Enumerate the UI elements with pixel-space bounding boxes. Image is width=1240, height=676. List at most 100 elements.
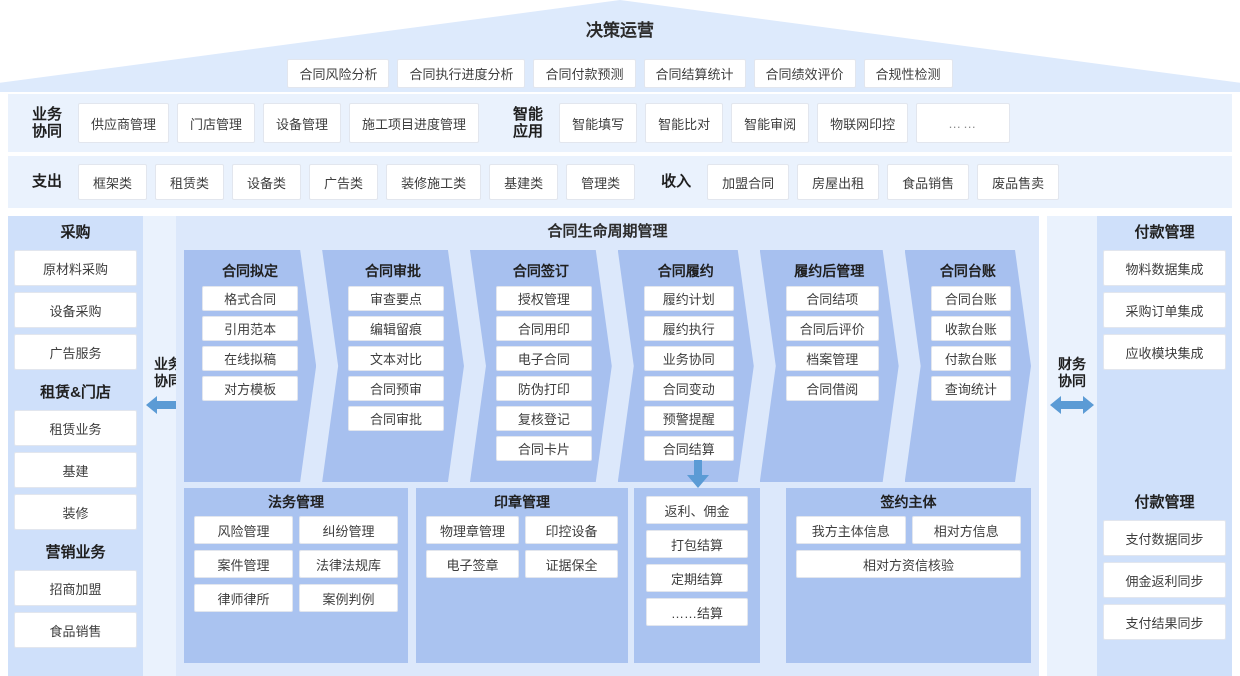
- band-tile[interactable]: 物联网印控: [817, 103, 909, 143]
- band-tile[interactable]: 广告类: [309, 164, 379, 200]
- panel-item[interactable]: 我方主体信息: [796, 516, 906, 544]
- band-tile[interactable]: 加盟合同: [707, 164, 790, 200]
- stage-item[interactable]: 合同审批: [348, 406, 444, 431]
- band-tile[interactable]: 租赁类: [155, 164, 225, 200]
- stage-item[interactable]: 合同预审: [348, 376, 444, 401]
- band-label-expense: 支出: [31, 173, 62, 191]
- panel-item[interactable]: ……结算: [646, 598, 748, 626]
- band-tile[interactable]: 管理类: [566, 164, 636, 200]
- stage-item[interactable]: 复核登记: [496, 406, 592, 431]
- band-tile-ellipsis[interactable]: ……: [916, 103, 1011, 143]
- sidebar-item[interactable]: 广告服务: [14, 334, 137, 370]
- band-tile[interactable]: 基建类: [489, 164, 559, 200]
- stage-item[interactable]: 履约执行: [644, 316, 734, 341]
- stage-item[interactable]: 档案管理: [786, 346, 879, 371]
- roof-tile[interactable]: 合同绩效评价: [753, 59, 856, 88]
- panel-item[interactable]: 返利、佣金: [646, 496, 748, 524]
- band-tile[interactable]: 框架类: [78, 164, 148, 200]
- stage-item[interactable]: 合同变动: [644, 376, 734, 401]
- panel-item[interactable]: 物理章管理: [426, 516, 519, 544]
- stage-item[interactable]: 对方模板: [202, 376, 298, 401]
- band-tile[interactable]: 废品售卖: [977, 164, 1060, 200]
- band-tile[interactable]: 智能比对: [645, 103, 724, 143]
- band-tile[interactable]: 施工项目进度管理: [349, 103, 480, 143]
- stage-item[interactable]: 收款台账: [931, 316, 1011, 341]
- stage-item[interactable]: 履约计划: [644, 286, 734, 311]
- panel-item[interactable]: 印控设备: [525, 516, 618, 544]
- panel-item[interactable]: 案例判例: [299, 584, 398, 612]
- sidebar-item[interactable]: 基建: [14, 452, 137, 488]
- panel-item[interactable]: 电子签章: [426, 550, 519, 578]
- band-tile[interactable]: 智能审阅: [731, 103, 810, 143]
- stage-contract-ledger[interactable]: 合同台账 合同台账 收款台账 付款台账 查询统计: [905, 250, 1031, 482]
- stage-item[interactable]: 业务协同: [644, 346, 734, 371]
- stage-item[interactable]: 查询统计: [931, 376, 1011, 401]
- panel-item[interactable]: 相对方资信核验: [796, 550, 1021, 578]
- sidebar-item[interactable]: 食品销售: [14, 612, 137, 648]
- stage-item[interactable]: 合同用印: [496, 316, 592, 341]
- sidebar-item[interactable]: 支付数据同步: [1103, 520, 1226, 556]
- panel-title: 签约主体: [880, 494, 937, 510]
- panel-item[interactable]: 相对方信息: [911, 516, 1021, 544]
- sidebar-item[interactable]: 装修: [14, 494, 137, 530]
- sidebar-item[interactable]: 租赁业务: [14, 410, 137, 446]
- stage-contract-drafting[interactable]: 合同拟定 格式合同 引用范本 在线拟稿 对方模板: [184, 250, 316, 482]
- sidebar-item[interactable]: 支付结果同步: [1103, 604, 1226, 640]
- stage-item[interactable]: 合同后评价: [786, 316, 879, 341]
- sidebar-item[interactable]: 物料数据集成: [1103, 250, 1226, 286]
- stage-item[interactable]: 引用范本: [202, 316, 298, 341]
- band-tile[interactable]: 智能填写: [559, 103, 638, 143]
- stage-item[interactable]: 付款台账: [931, 346, 1011, 371]
- stage-item[interactable]: 编辑留痕: [348, 316, 444, 341]
- stage-item[interactable]: 文本对比: [348, 346, 444, 371]
- panel-item[interactable]: 证据保全: [525, 550, 618, 578]
- panel-item[interactable]: 打包结算: [646, 530, 748, 558]
- roof-tile[interactable]: 合同结算统计: [643, 59, 746, 88]
- stage-title: 合同审批: [365, 263, 422, 279]
- panel-item[interactable]: 纠纷管理: [299, 516, 398, 544]
- roof-tile[interactable]: 合同风险分析: [287, 59, 390, 88]
- band-tile[interactable]: 供应商管理: [78, 103, 170, 143]
- stage-item[interactable]: 格式合同: [202, 286, 298, 311]
- panel-item[interactable]: 律师律所: [194, 584, 293, 612]
- stage-contract-approval[interactable]: 合同审批 审查要点 编辑留痕 文本对比 合同预审 合同审批: [322, 250, 464, 482]
- stage-item[interactable]: 审查要点: [348, 286, 444, 311]
- band-tile[interactable]: 房屋出租: [797, 164, 880, 200]
- stage-contract-signing[interactable]: 合同签订 授权管理 合同用印 电子合同 防伪打印 复核登记 合同卡片: [470, 250, 612, 482]
- sidebar-item[interactable]: 招商加盟: [14, 570, 137, 606]
- band-tile[interactable]: 设备管理: [263, 103, 342, 143]
- lifecycle-stage-row: 合同拟定 格式合同 引用范本 在线拟稿 对方模板 合同审批 审查要点 编辑留痕 …: [184, 250, 1031, 482]
- panel-item[interactable]: 案件管理: [194, 550, 293, 578]
- sidebar-item[interactable]: 采购订单集成: [1103, 292, 1226, 328]
- stage-item[interactable]: 在线拟稿: [202, 346, 298, 371]
- stage-item[interactable]: 合同借阅: [786, 376, 879, 401]
- stage-item[interactable]: 防伪打印: [496, 376, 592, 401]
- panel-item[interactable]: 定期结算: [646, 564, 748, 592]
- panel-item[interactable]: 风险管理: [194, 516, 293, 544]
- sidebar-item[interactable]: 设备采购: [14, 292, 137, 328]
- panel-item[interactable]: 法律法规库: [299, 550, 398, 578]
- sidebar-section-head: 租赁&门店: [40, 384, 111, 401]
- band-tile[interactable]: 装修施工类: [386, 164, 482, 200]
- band-tile[interactable]: 食品销售: [887, 164, 970, 200]
- stage-contract-performance[interactable]: 合同履约 履约计划 履约执行 业务协同 合同变动 预警提醒 合同结算: [618, 250, 754, 482]
- stage-item[interactable]: 合同结算: [644, 436, 734, 461]
- stage-item[interactable]: 合同卡片: [496, 436, 592, 461]
- stage-item[interactable]: 预警提醒: [644, 406, 734, 431]
- stage-item[interactable]: 电子合同: [496, 346, 592, 371]
- band-tile[interactable]: 设备类: [232, 164, 302, 200]
- band-tile[interactable]: 门店管理: [177, 103, 256, 143]
- sidebar-item[interactable]: 原材料采购: [14, 250, 137, 286]
- roof-tile[interactable]: 合同付款预测: [533, 59, 636, 88]
- sidebar-item[interactable]: 佣金返利同步: [1103, 562, 1226, 598]
- sidebar-item[interactable]: 应收模块集成: [1103, 334, 1226, 370]
- stage-item[interactable]: 授权管理: [496, 286, 592, 311]
- band-label-business: 业务 协同: [31, 105, 62, 140]
- stage-post-performance[interactable]: 履约后管理 合同结项 合同后评价 档案管理 合同借阅: [760, 250, 899, 482]
- panel-title: 法务管理: [268, 494, 324, 510]
- roof-tile[interactable]: 合规性检测: [863, 59, 953, 88]
- connector-left-label: 业务 协同: [154, 356, 182, 389]
- stage-item[interactable]: 合同结项: [786, 286, 879, 311]
- roof-tile[interactable]: 合同执行进度分析: [397, 59, 526, 88]
- stage-item[interactable]: 合同台账: [931, 286, 1011, 311]
